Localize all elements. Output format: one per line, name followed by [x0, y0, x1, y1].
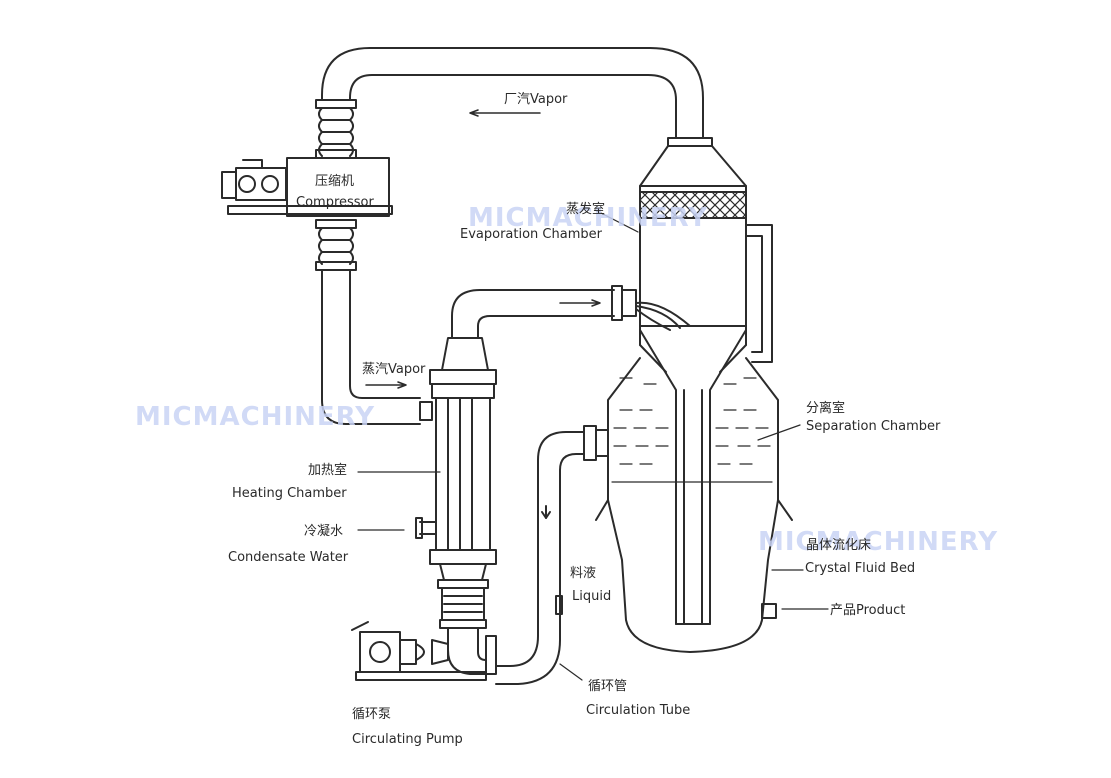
separation-liquid-lines [611, 377, 773, 483]
label-heating-cn: 加热室 [308, 462, 347, 478]
label-product: 产品Product [830, 603, 905, 618]
label-liquid-cn: 料液 [570, 566, 596, 581]
label-condensate-cn: 冷凝水 [304, 523, 343, 539]
label-vapor-side: 蒸汽Vapor [362, 362, 426, 377]
label-circulation-en: Circulation Tube [586, 703, 690, 718]
label-vapor-top: 厂汽Vapor [504, 92, 568, 107]
label-liquid-en: Liquid [572, 589, 611, 604]
label-separation-cn: 分离室 [806, 400, 845, 416]
compressed-vapor-pipe [321, 269, 433, 425]
label-pump-cn: 循环泵 [352, 707, 391, 722]
label-pump-en: Circulating Pump [352, 732, 463, 747]
label-compressor-en: Compressor [296, 195, 375, 210]
leader-lines [357, 209, 829, 681]
heating-chamber [415, 337, 497, 629]
label-condensate-en: Condensate Water [228, 550, 349, 565]
label-crystal-cn: 晶体流化床 [806, 538, 871, 553]
upper-bellows [315, 99, 357, 159]
label-circulation-cn: 循环管 [588, 679, 627, 694]
compressor [221, 157, 393, 217]
label-heating-en: Heating Chamber [232, 486, 347, 501]
watermark-top: MICMACHINERY [468, 203, 708, 233]
evaporator-vessel [595, 145, 793, 653]
pump-elbow [447, 627, 497, 675]
label-evaporation-en: Evaporation Chamber [460, 227, 603, 242]
circulating-pump [351, 621, 487, 681]
top-vapor-pipe [321, 47, 713, 147]
flow-arrows [365, 109, 601, 389]
heating-to-evaporator-pipe [451, 285, 637, 339]
label-compressor-cn: 压缩机 [315, 173, 354, 189]
label-crystal-en: Crystal Fluid Bed [805, 561, 915, 576]
watermark-right: MICMACHINERY [758, 527, 998, 557]
label-separation-en: Separation Chamber [806, 419, 941, 434]
lower-bellows [315, 219, 357, 271]
circulation-tube [495, 425, 609, 685]
watermark-left: MICMACHINERY [135, 402, 375, 432]
label-evaporation-cn: 蒸发室 [566, 201, 605, 217]
